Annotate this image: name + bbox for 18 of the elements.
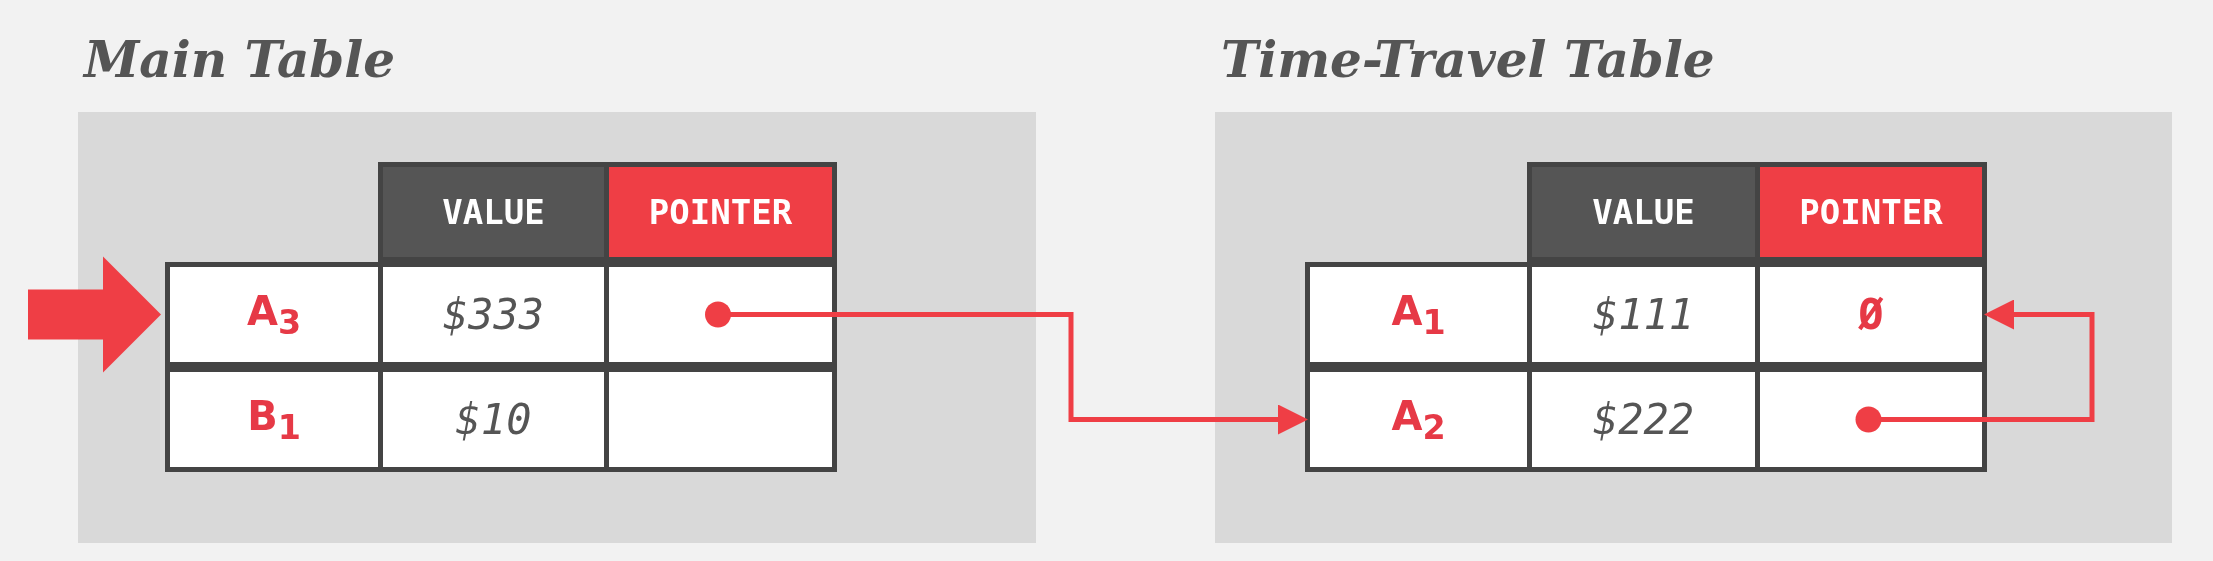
panel-title: Time-Travel Table <box>1221 30 1715 89</box>
row-key: A$_{2}$ <box>1391 392 1446 447</box>
pointer-arrow <box>705 301 1308 435</box>
table-row <box>1305 262 1987 367</box>
cell-value: $111 <box>1592 290 1695 339</box>
null-pointer: Ø <box>1858 290 1884 339</box>
cell-value: $10 <box>455 395 532 444</box>
pointer-arrow <box>1855 299 2095 433</box>
panel-title: Main Table <box>84 30 396 89</box>
row-key: B$_{1}$ <box>247 392 301 447</box>
table-row <box>165 262 837 367</box>
row-key: A$_{1}$ <box>1391 287 1446 342</box>
block-arrow <box>28 256 161 373</box>
cell-value: $333 <box>442 290 545 339</box>
cell-value: $222 <box>1592 395 1695 444</box>
table-row <box>1305 367 1987 472</box>
table-row <box>165 367 837 472</box>
row-key: A$_{3}$ <box>246 287 302 342</box>
